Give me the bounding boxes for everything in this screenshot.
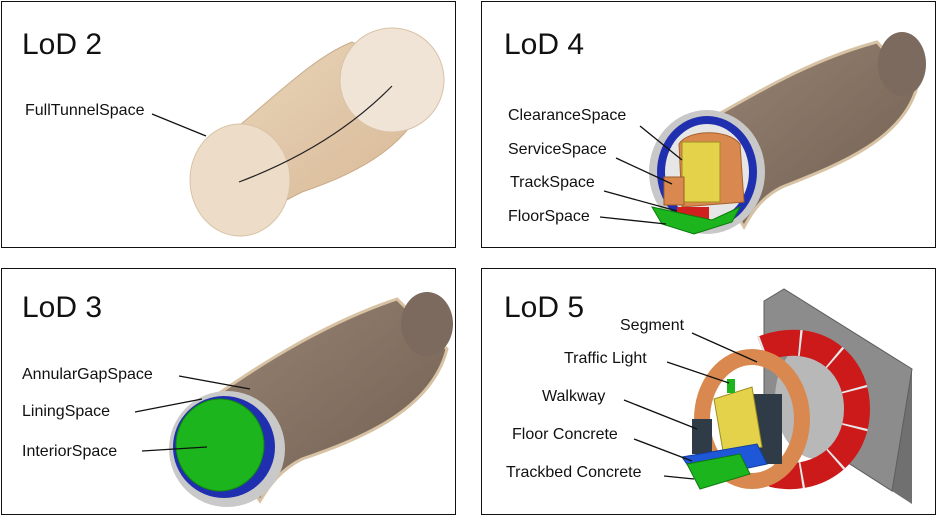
interior-space-disc	[175, 398, 265, 492]
lod2-illustration	[151, 27, 445, 237]
service-space-block	[663, 176, 685, 206]
lod5-illustration	[623, 288, 913, 504]
leader-traffic-light	[666, 361, 730, 384]
full-tunnel-axis	[238, 85, 393, 183]
lod4-title: LoD 4	[504, 28, 585, 61]
leader-full-tunnel-space	[151, 113, 207, 137]
panel-lod5: LoD 5 Segment Traffic Light Walkway Floo…	[481, 268, 936, 515]
label-interior-space: InteriorSpace	[22, 443, 118, 460]
leader-floor-concrete	[633, 438, 693, 462]
label-traffic-light: Traffic Light	[564, 350, 647, 367]
label-segment: Segment	[620, 317, 685, 334]
tunnel-far-end	[878, 32, 926, 96]
leader-floor-space	[599, 216, 667, 225]
full-tunnel-near-end	[189, 123, 291, 237]
clearance-yellow-block	[713, 386, 763, 458]
label-lining-space: LiningSpace	[22, 403, 111, 420]
panel-lod4: LoD 4 ClearanceSpace ServiceSpace TrackS…	[481, 1, 936, 248]
label-service-space: ServiceSpace	[508, 141, 607, 158]
leader-annular-gap-space	[178, 375, 251, 390]
trackbed-concrete	[686, 453, 751, 490]
panel-lod2: LoD 2 FullTunnelSpace	[1, 1, 456, 248]
leader-clearance-space	[639, 125, 683, 161]
full-tunnel-far-end	[339, 27, 445, 133]
lod5-title: LoD 5	[504, 291, 585, 324]
leader-lining-space	[134, 398, 203, 413]
lod4-illustration	[599, 32, 926, 235]
label-floor-concrete: Floor Concrete	[512, 426, 618, 443]
leader-trackbed-concrete	[663, 475, 695, 480]
label-annular-gap-space: AnnularGapSpace	[22, 366, 153, 383]
label-trackbed-concrete: Trackbed Concrete	[506, 464, 642, 481]
label-clearance-space: ClearanceSpace	[508, 107, 627, 124]
label-track-space: TrackSpace	[510, 174, 595, 191]
lod3-title: LoD 3	[22, 291, 103, 324]
leader-walkway	[623, 399, 698, 430]
leader-segment	[691, 332, 758, 363]
clearance-space-block	[681, 141, 721, 203]
leader-interior-space	[141, 446, 208, 452]
segment-ring-red	[757, 329, 871, 490]
label-full-tunnel-space: FullTunnelSpace	[25, 102, 145, 119]
tunnel-far-end	[401, 292, 453, 356]
traffic-light	[727, 379, 735, 393]
label-walkway: Walkway	[542, 388, 606, 405]
label-floor-space: FloorSpace	[508, 208, 590, 225]
lod2-title: LoD 2	[22, 28, 103, 61]
leader-track-space	[603, 190, 678, 212]
walkway-block	[692, 419, 712, 454]
panel-lod3: LoD 3 AnnularGapSpace LiningSpace Interi…	[1, 268, 456, 515]
lod3-illustration	[134, 292, 453, 507]
leader-service-space	[615, 157, 673, 185]
